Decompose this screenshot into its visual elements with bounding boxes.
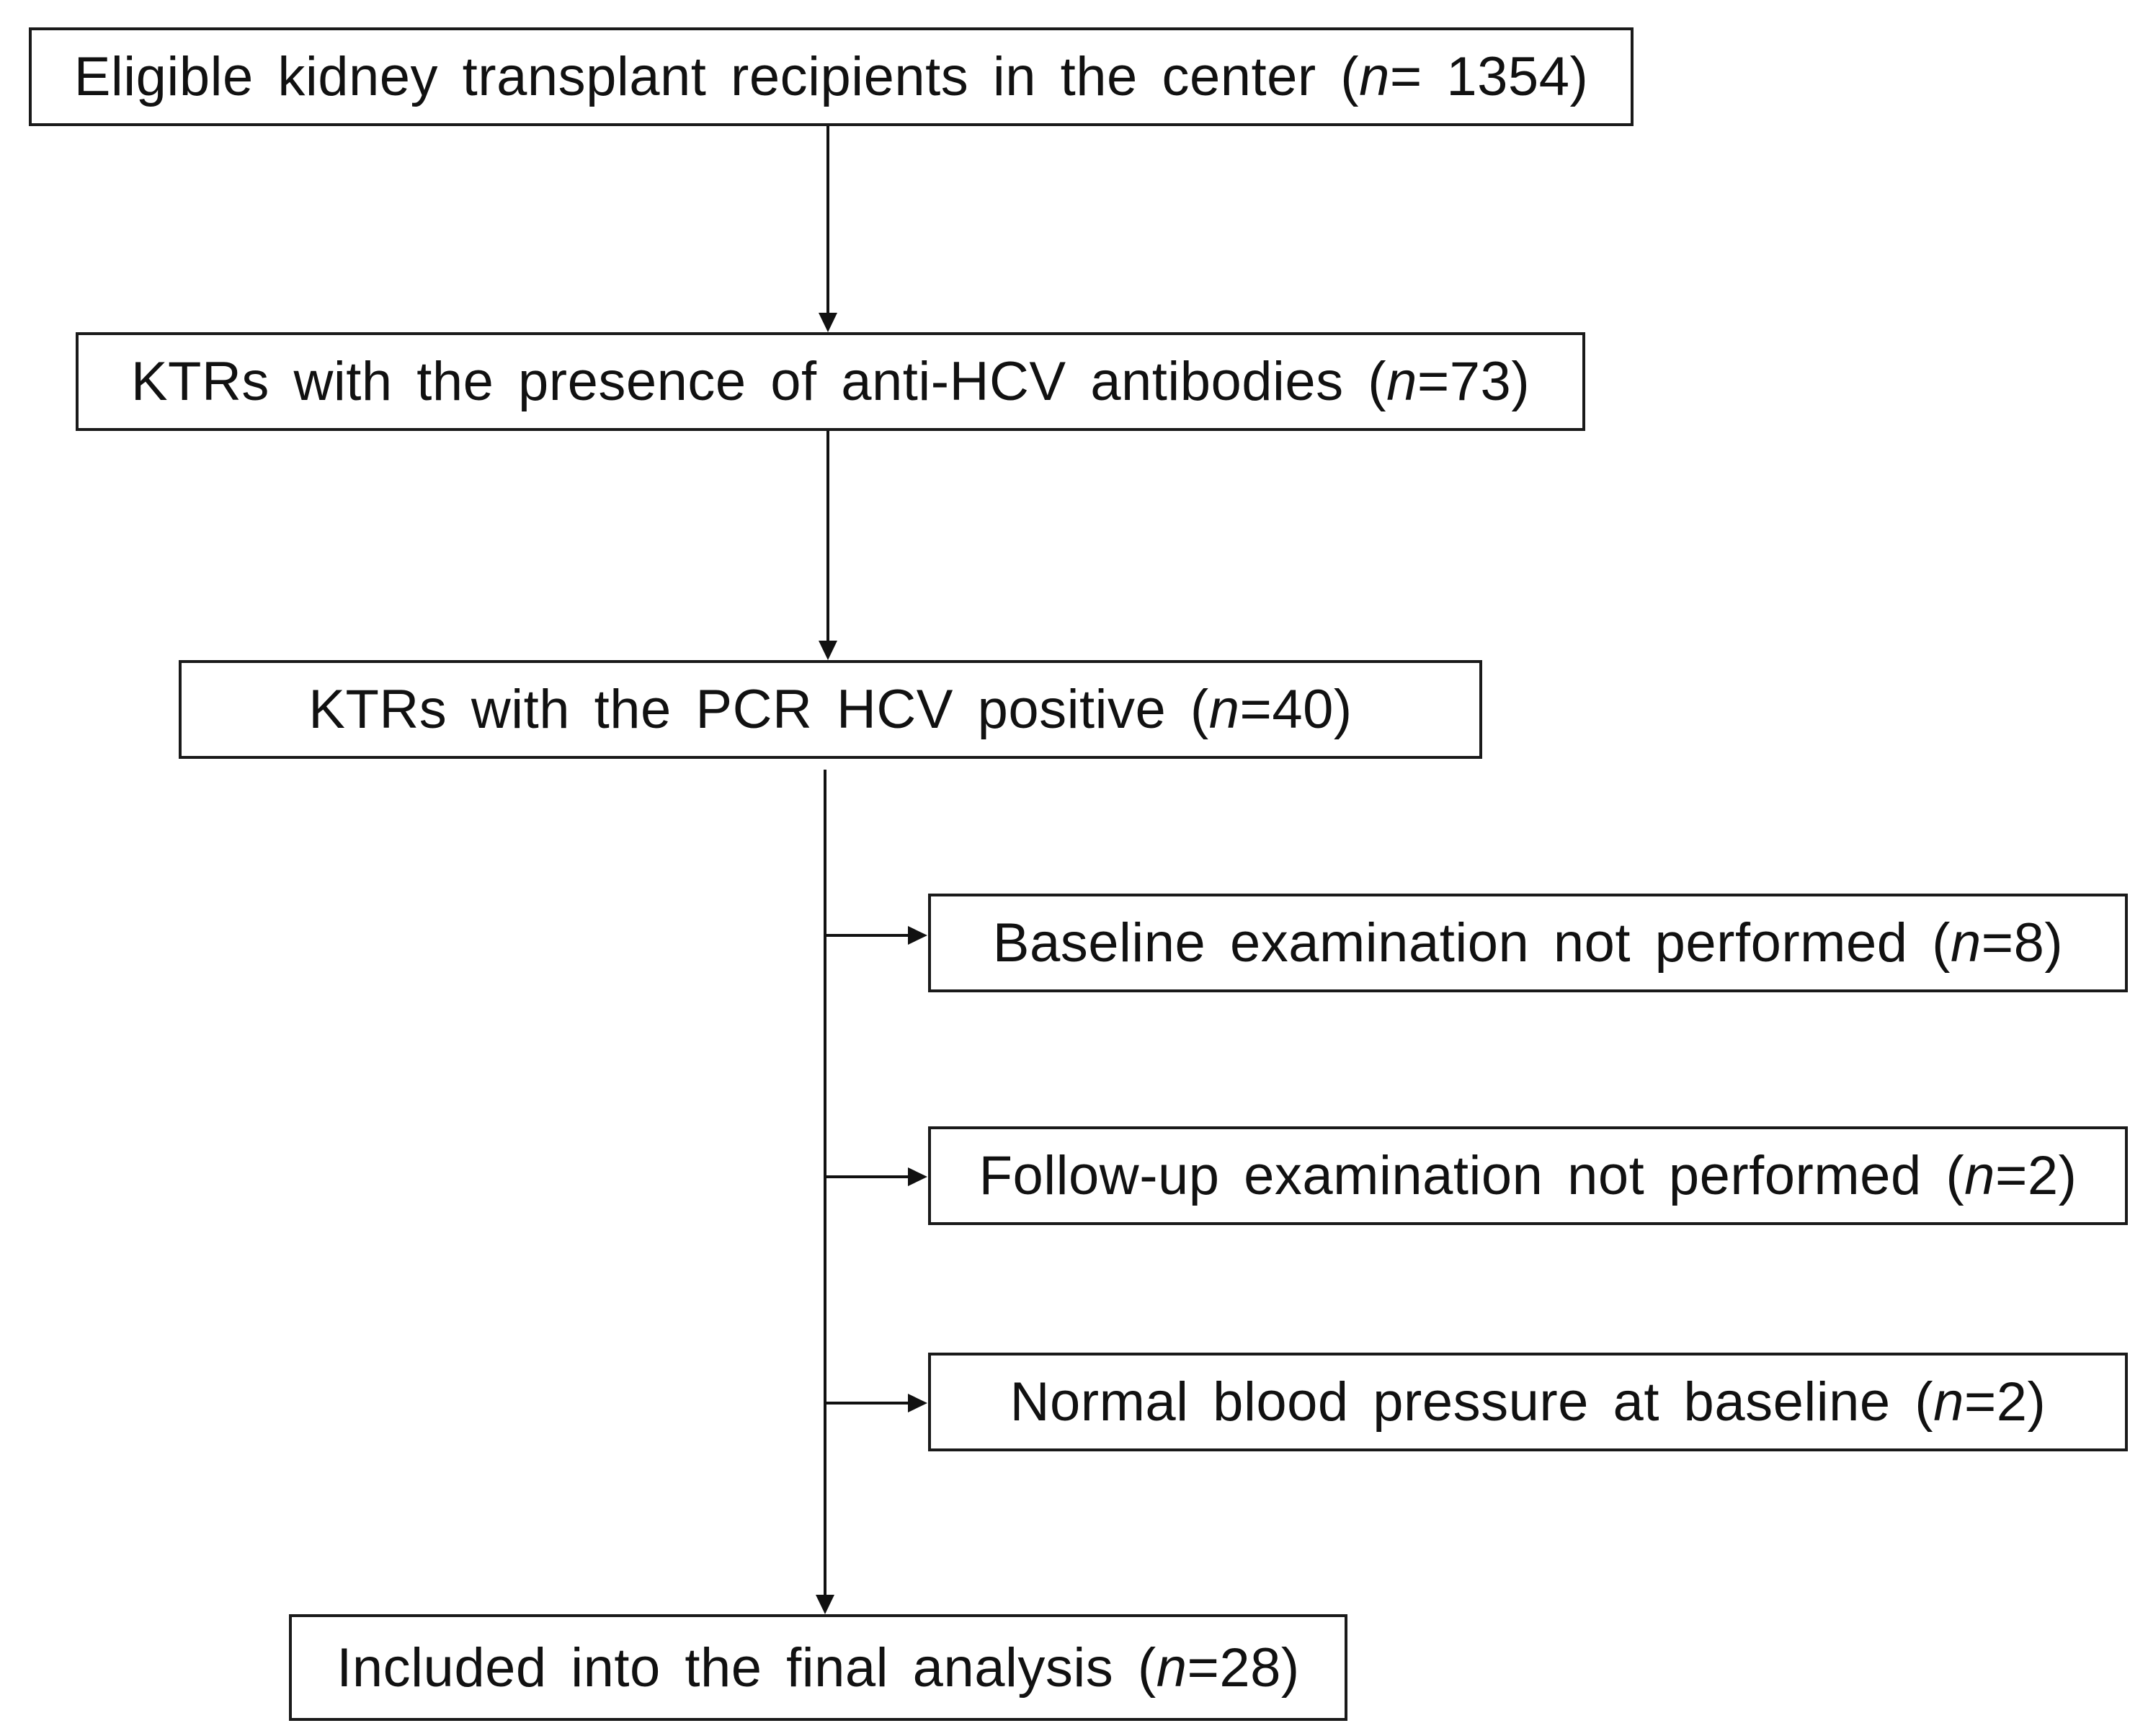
box-eligible-text: Eligible kidney transplant recipients in… [73,46,1316,107]
box-final-n-label: n [1156,1637,1187,1699]
box-baseline-n-label: n [1950,912,1982,974]
box-antihcv-text: KTRs with the presence of anti-HCV antib… [130,351,1344,412]
arrowhead-final [816,1595,834,1614]
box-followup-text: Follow-up examination not performed [979,1145,1922,1206]
box-antihcv-n-value: =73 [1417,351,1512,412]
box-excluded-followup-not-performed: Follow-up examination not performed (n=2… [928,1126,2128,1225]
box-normalbp-n-label: n [1933,1371,1964,1433]
box-pcr-text: KTRs with the PCR HCV positive [308,679,1167,740]
box-followup-n-value: =2 [1995,1145,2059,1206]
arrowhead-baseline [908,926,927,945]
box-pcr-hcv-positive: KTRs with the PCR HCV positive (n=40) [179,660,1482,759]
box-eligible-n-label: n [1359,46,1390,107]
box-eligible-n-value: = 1354 [1389,46,1570,107]
box-final-analysis: Included into the final analysis (n=28) [289,1614,1347,1721]
box-baseline-text: Baseline examination not performed [992,912,1908,974]
box-baseline-n-value: =8 [1981,912,2045,974]
box-excluded-normal-blood-pressure: Normal blood pressure at baseline (n=2) [928,1353,2128,1451]
box-normalbp-n-value: =2 [1964,1371,2028,1433]
box-anti-hcv-antibodies: KTRs with the presence of anti-HCV antib… [76,332,1585,431]
box-followup-n-label: n [1964,1145,1995,1206]
arrowhead-followup [908,1167,927,1186]
box-final-n-value: =28 [1187,1637,1281,1699]
arrowhead-antihcv [819,313,837,332]
box-normalbp-text: Normal blood pressure at baseline [1010,1371,1891,1433]
box-final-text: Included into the final analysis [337,1637,1114,1699]
box-eligible-recipients: Eligible kidney transplant recipients in… [29,27,1634,126]
box-pcr-n-value: =40 [1239,679,1334,740]
box-antihcv-n-label: n [1386,351,1417,412]
arrowhead-normalbp [908,1394,927,1412]
arrowhead-pcr [819,641,837,660]
box-pcr-n-label: n [1208,679,1240,740]
box-excluded-baseline-not-performed: Baseline examination not performed (n=8) [928,894,2128,992]
